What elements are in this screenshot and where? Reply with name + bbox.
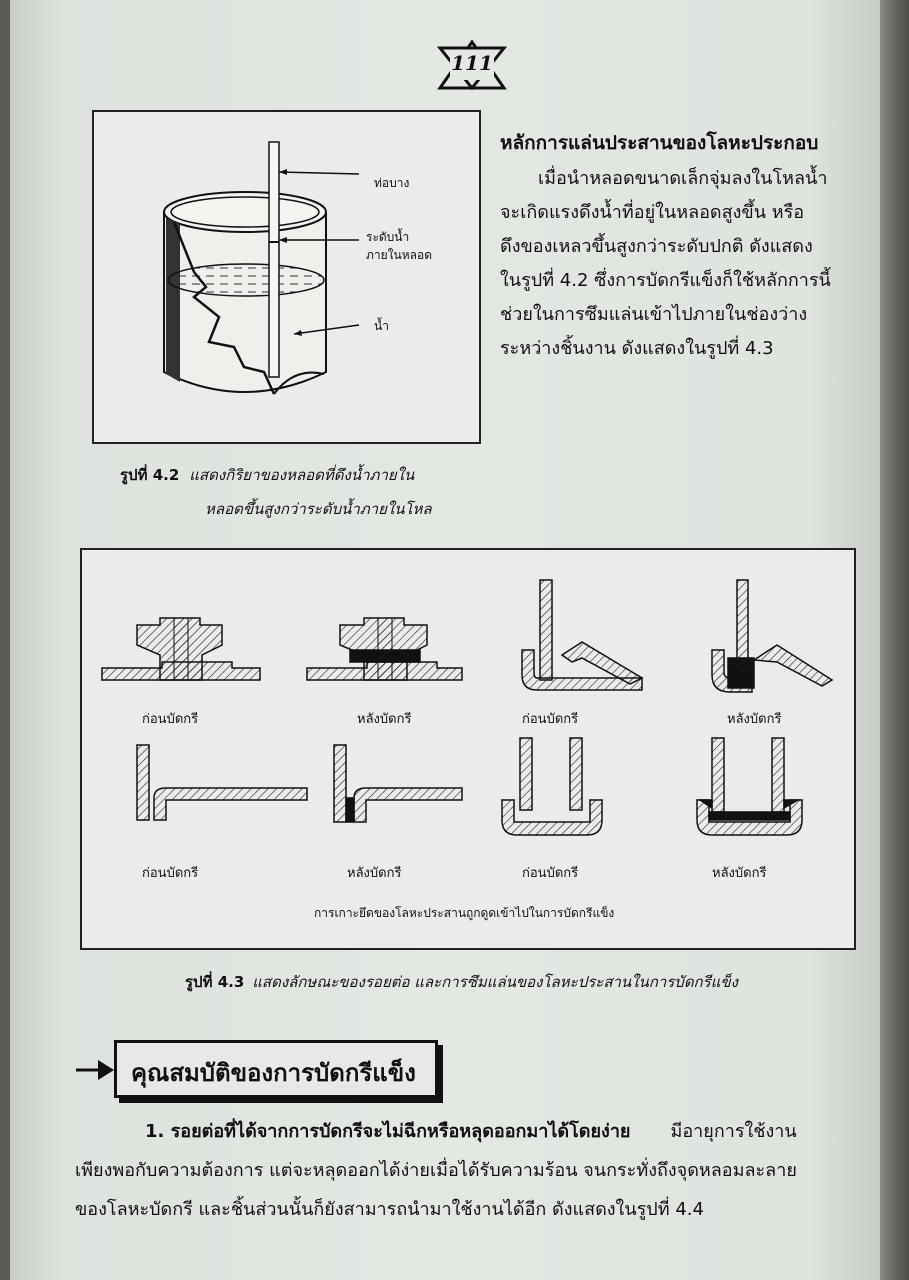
section-title: คุณสมบัติของการบัดกรีแข็ง (131, 1059, 416, 1087)
book-spine-edge (880, 0, 909, 1280)
para-line: เมื่อนำหลอดขนาดเล็กจุ่มลงในโหลน้ำ (538, 168, 828, 189)
caption-label: รูปที่ 4.2 (120, 466, 180, 484)
joint-label: ก่อนบัดกรี (522, 866, 579, 881)
joint-diagrams (101, 579, 834, 836)
capillary-diagram (163, 141, 360, 395)
joint-label: ก่อนบัดกรี (142, 866, 199, 881)
para-line: จะเกิดแรงดึงน้ำที่อยู่ในหลอดสูงขึ้น หรือ (500, 202, 805, 223)
joint-label: ก่อนบัดกรี (142, 712, 199, 727)
figure-inner-caption: การเกาะยึดของโลหะประสานถูกดูดเข้าไปในการ… (314, 906, 615, 920)
para-line: ดึงของเหลวขึ้นสูงกว่าระดับปกติ ดังแสดง (500, 236, 813, 257)
caption-text: แสดงกิริยาของหลอดที่ดึงน้ำภายใน (189, 466, 415, 484)
body-line: 1. รอยต่อที่ได้จากการบัดกรีจะไม่ฉีกหรือห… (75, 1112, 865, 1151)
section-title-block: คุณสมบัติของการบัดกรีแข็ง (70, 1040, 450, 1100)
figure-4-3-caption: รูปที่ 4.3 แสดงลักษณะของรอยต่อ และการซึมแ… (185, 970, 738, 994)
para-line: ระหว่างชิ้นงาน ดังแสดงในรูปที่ 4.3 (500, 338, 774, 359)
joint-label: หลังบัดกรี (727, 712, 782, 727)
joint-label: ก่อนบัดกรี (522, 712, 579, 727)
body-line: ของโลหะบัดกรี และชิ้นส่วนนั้นก็ยังสามารถ… (75, 1199, 704, 1220)
joint-label: หลังบัดกรี (357, 712, 412, 727)
caption-text: แสดงลักษณะของรอยต่อ และการซึมแล่นของโลหะ… (252, 973, 738, 991)
section-heading-brazing-principle: หลักการแล่นประสานของโลหะประกอบ (500, 132, 819, 154)
label-thin-tube: ท่อบาง (374, 176, 410, 190)
body-line: เพียงพอกับความต้องการ แต่จะหลุดออกได้ง่า… (75, 1160, 797, 1181)
figure-4-2-caption: รูปที่ 4.2 แสดงกิริยาของหลอดที่ดึงน้ำภายใ… (120, 463, 414, 487)
para-line: ในรูปที่ 4.2 ซึ่งการบัดกรีแข็งก็ใช้หลักก… (500, 270, 831, 291)
label-water: น้ำ (374, 319, 389, 333)
section-title-box: คุณสมบัติของการบัดกรีแข็ง (114, 1040, 438, 1098)
section-paragraph: เมื่อนำหลอดขนาดเล็กจุ่มลงในโหลน้ำ จะเกิด… (500, 162, 845, 366)
section-2-body: 1. รอยต่อที่ได้จากการบัดกรีจะไม่ฉีกหรือห… (75, 1112, 865, 1229)
joint-label: หลังบัดกรี (712, 866, 767, 881)
figure-4-2-capillary-tube: ท่อบาง ระดับน้ำ ภายในหลอด น้ำ (92, 110, 481, 444)
star-icon (436, 39, 508, 91)
label-level-line2: ภายในหลอด (366, 248, 433, 262)
item-1-rest: มีอายุการใช้งาน (670, 1121, 797, 1142)
figure-4-3-joints: ก่อนบัดกรี หลังบัดกรี ก่อนบัดกรี หลังบัด… (80, 548, 856, 950)
caption-label: รูปที่ 4.3 (185, 973, 245, 991)
page-number-badge: 111 (432, 39, 512, 91)
item-1-bold: 1. รอยต่อที่ได้จากการบัดกรีจะไม่ฉีกหรือห… (145, 1121, 631, 1142)
arrow-right-icon (76, 1060, 114, 1080)
figure-4-2-caption-line2: หลอดขึ้นสูงกว่าระดับน้ำภายในโหล (205, 500, 432, 518)
para-line: ช่วยในการซึมแล่นเข้าไปภายในช่องว่าง (500, 304, 808, 325)
label-level-line1: ระดับน้ำ (366, 230, 410, 244)
joint-label: หลังบัดกรี (347, 866, 402, 881)
page-number: 111 (451, 51, 493, 75)
